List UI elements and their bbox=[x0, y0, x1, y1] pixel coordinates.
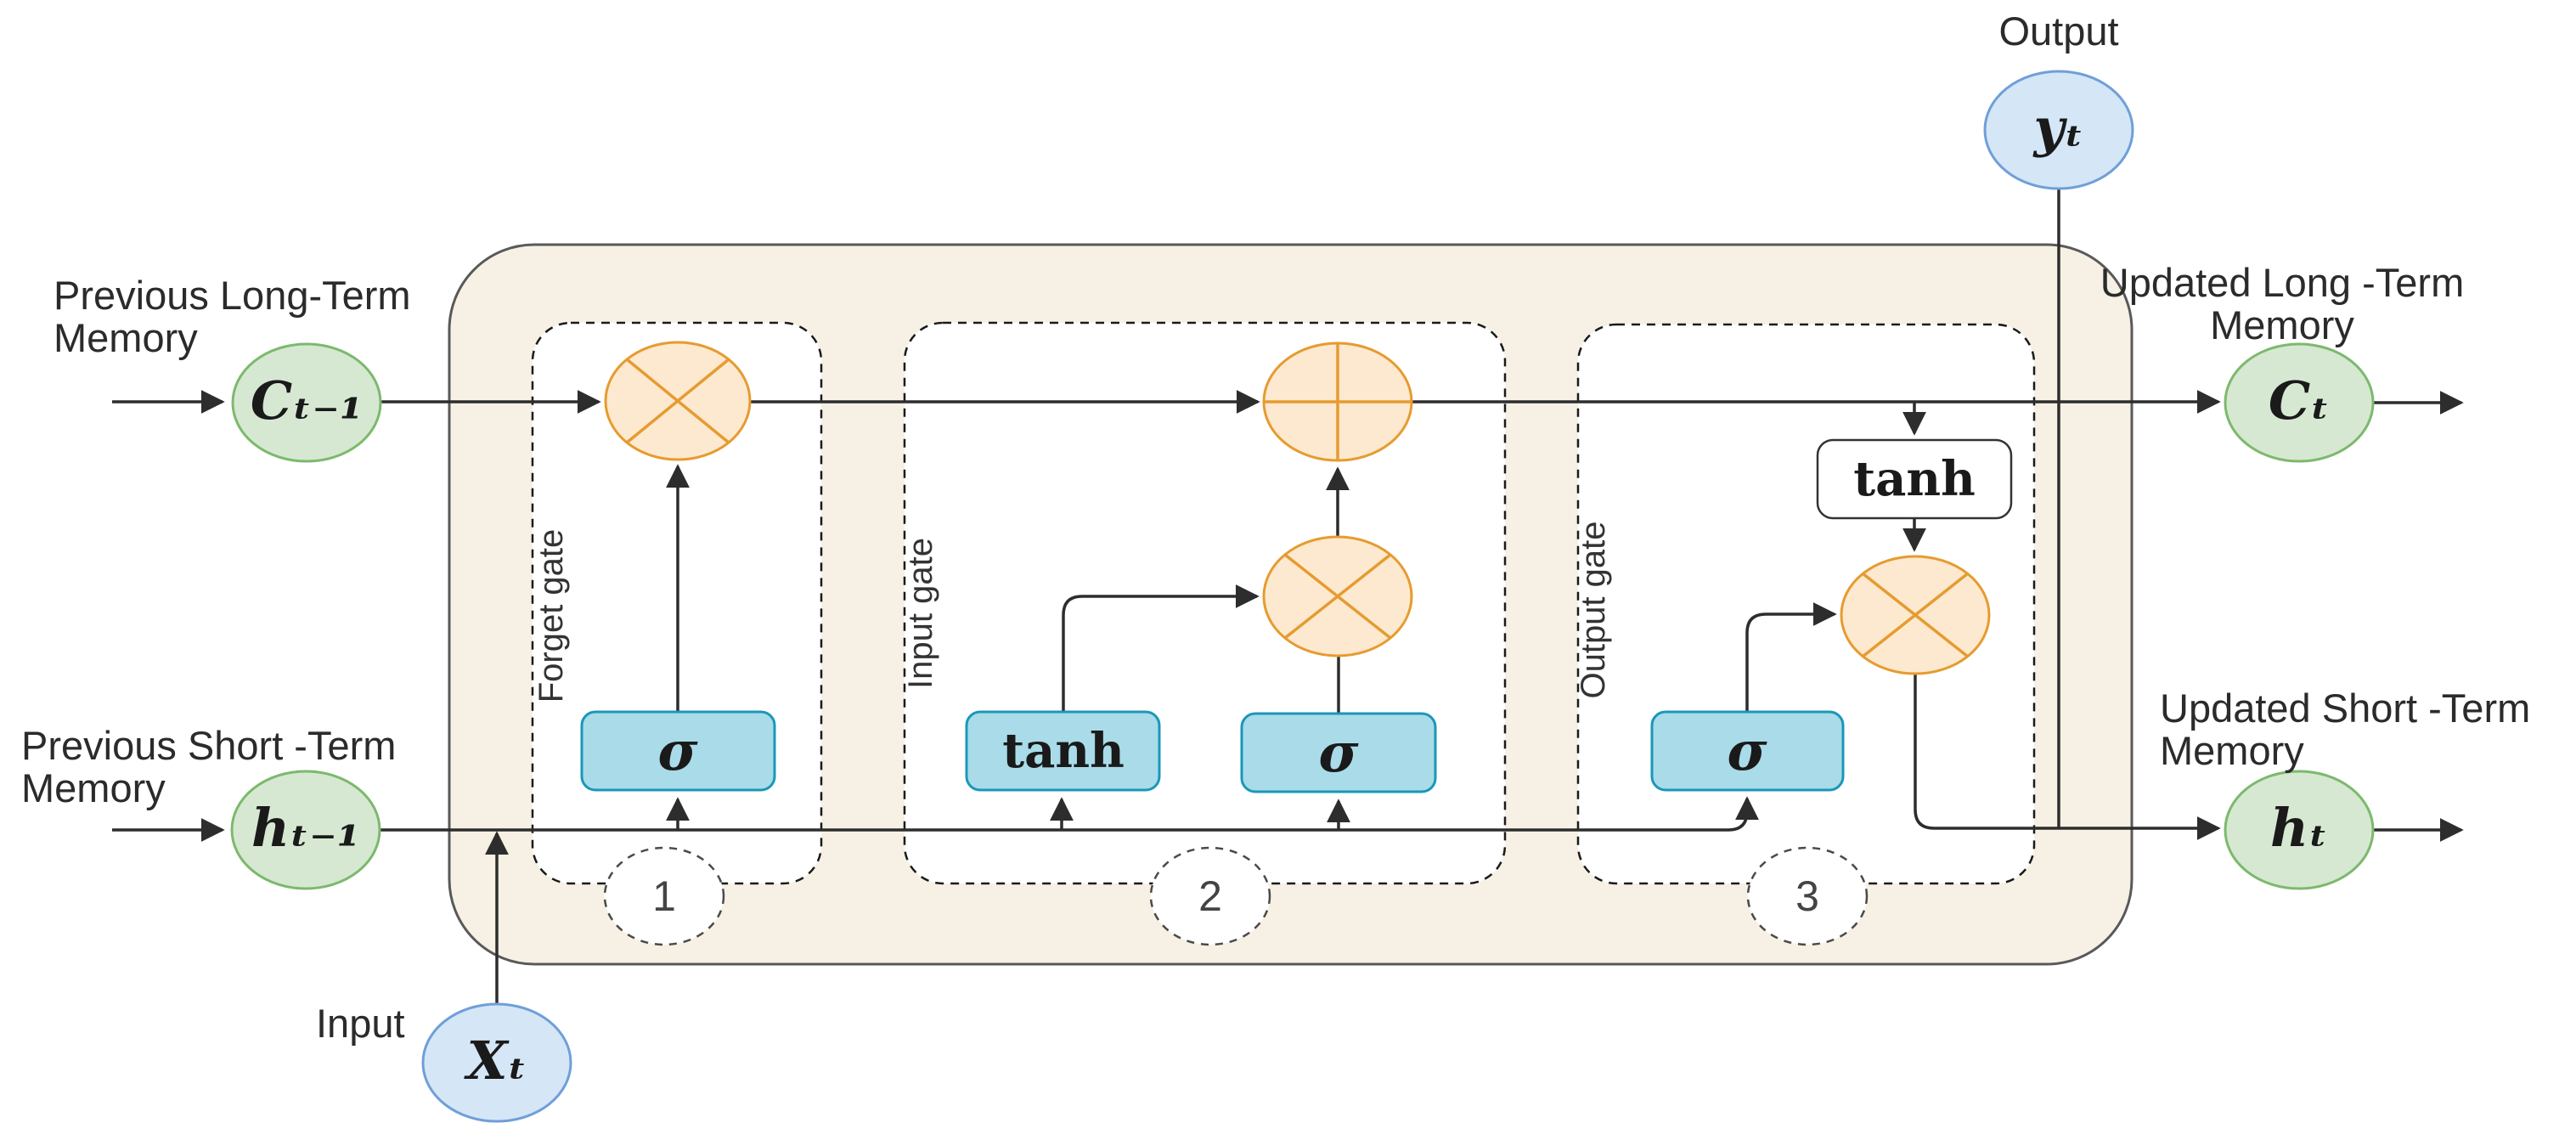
step-3-circle bbox=[1746, 846, 1869, 946]
updated-long-term-label-line1: Updated Long -Term bbox=[2100, 260, 2464, 305]
output-node-label: yₜ bbox=[2032, 97, 2083, 159]
multiply-icon bbox=[625, 358, 730, 444]
arrow-input-tanh-to-multiply bbox=[1062, 584, 1260, 712]
updated-long-term-label-line2: Memory bbox=[2210, 302, 2354, 347]
input-node-label: Xₜ bbox=[463, 1030, 527, 1092]
prev-hidden-state-node bbox=[230, 770, 381, 890]
previous-long-term-label-line2: Memory bbox=[54, 315, 198, 360]
input-gate-box bbox=[903, 321, 1507, 885]
add-op bbox=[1262, 341, 1413, 462]
arrow-output-sigma-to-multiply bbox=[1745, 602, 1837, 712]
forget-sigma-label: σ bbox=[657, 720, 698, 783]
output-tanh-label: tanh bbox=[1853, 451, 1976, 507]
step-3-number: 3 bbox=[1795, 872, 1819, 920]
line-output-multiply-to-hidden bbox=[1914, 674, 2221, 840]
updated-short-term-label-line2: Memory bbox=[2160, 728, 2304, 773]
previous-short-term-label-line2: Memory bbox=[21, 765, 166, 810]
forget-sigma-box bbox=[580, 710, 776, 792]
new-hidden-state-node bbox=[2224, 770, 2375, 890]
input-node bbox=[421, 1002, 572, 1123]
new-hidden-state-label: hₜ bbox=[2270, 797, 2328, 859]
output-label: Output bbox=[1998, 8, 2118, 54]
input-sigma-box bbox=[1240, 712, 1437, 793]
previous-short-term-label-line1: Previous Short -Term bbox=[21, 723, 396, 768]
prev-cell-state-label: Cₜ₋₁ bbox=[251, 370, 363, 432]
output-multiply-op bbox=[1840, 555, 1991, 675]
step-1-number: 1 bbox=[652, 872, 676, 920]
forget-gate-label: Forget gate bbox=[533, 529, 570, 703]
plus-icon bbox=[1264, 343, 1412, 460]
input-tanh-label: tanh bbox=[1002, 723, 1125, 779]
output-sigma-box bbox=[1650, 710, 1845, 792]
multiply-icon bbox=[1861, 572, 1970, 658]
step-2-number: 2 bbox=[1198, 872, 1222, 920]
output-sigma-label: σ bbox=[1727, 720, 1767, 783]
forget-multiply-op bbox=[604, 341, 752, 461]
updated-short-term-label-line1: Updated Short -Term bbox=[2160, 686, 2530, 731]
output-node bbox=[1983, 70, 2134, 190]
input-multiply-op bbox=[1262, 535, 1413, 657]
hidden-line-to-output-sigma bbox=[380, 796, 1759, 832]
new-cell-state-label: Cₜ bbox=[2269, 370, 2330, 432]
new-cell-state-node bbox=[2224, 342, 2375, 463]
input-tanh-box bbox=[965, 710, 1161, 792]
output-tanh-box bbox=[1816, 438, 2013, 520]
output-gate-label: Output gate bbox=[1575, 521, 1612, 698]
input-gate-label: Input gate bbox=[902, 538, 939, 689]
previous-long-term-label-line1: Previous Long-Term bbox=[54, 273, 411, 318]
step-1-circle bbox=[603, 846, 725, 946]
input-sigma-label: σ bbox=[1318, 721, 1359, 785]
step-2-circle bbox=[1149, 846, 1271, 946]
multiply-icon bbox=[1283, 553, 1392, 640]
prev-hidden-state-label: hₜ₋₁ bbox=[251, 797, 360, 859]
input-label: Input bbox=[316, 1001, 405, 1046]
prev-cell-state-node bbox=[231, 342, 382, 463]
